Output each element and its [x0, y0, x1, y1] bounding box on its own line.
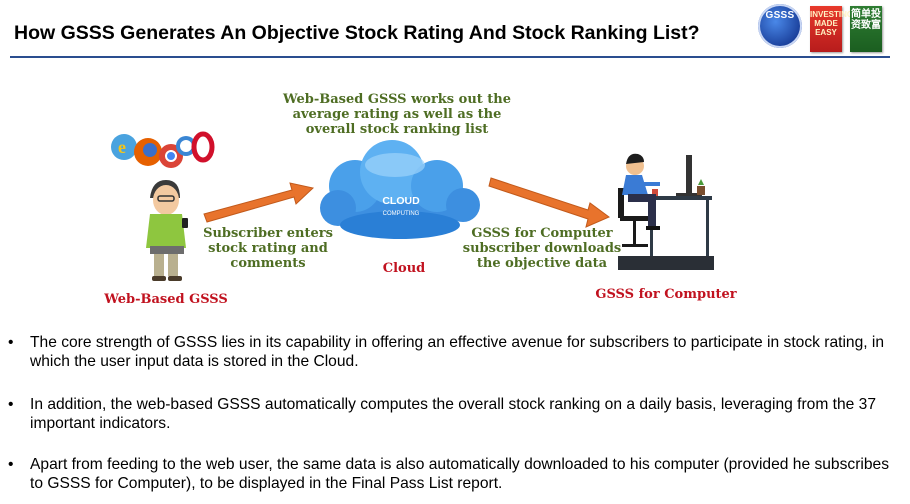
- download-arrow: [488, 177, 610, 228]
- book-investing-made-easy: INVESTING MADE EASY: [810, 6, 853, 52]
- cloud-label: Cloud: [382, 261, 426, 276]
- cloud-subword: COMPUTING: [383, 211, 420, 217]
- browser-icons: e: [111, 131, 215, 168]
- bullet-text: Apart from feeding to the web user, the …: [30, 456, 889, 492]
- download-description: GSSS for Computer subscriber downloads t…: [462, 226, 622, 271]
- bullet-item: • In addition, the web-based GSSS automa…: [8, 395, 888, 435]
- ie-icon: [111, 134, 137, 160]
- cloud-icon: [320, 140, 480, 239]
- workflow-diagram: e CLOUD COMPUTING: [111, 131, 714, 281]
- bullet-dot: •: [8, 396, 14, 413]
- book-chinese-title: 简单投资致富: [850, 6, 882, 52]
- bullet-dot: •: [8, 456, 14, 473]
- upload-description: Subscriber enters stock rating and comme…: [203, 226, 333, 271]
- cloud-word: CLOUD: [382, 195, 420, 207]
- bullet-item: • The core strength of GSSS lies in its …: [8, 333, 888, 373]
- web-user-figure: [146, 180, 188, 281]
- bullet-text: In addition, the web-based GSSS automati…: [30, 396, 876, 432]
- upload-arrow: [203, 182, 315, 223]
- desk-user-figure: [618, 153, 714, 270]
- computer-label: GSSS for Computer: [595, 287, 737, 302]
- gsss-logo: GSSS: [758, 4, 802, 48]
- page-title: How GSSS Generates An Objective Stock Ra…: [14, 22, 700, 44]
- gsss-logo-text: GSSS: [765, 10, 795, 21]
- bullet-dot: •: [8, 334, 14, 351]
- svg-text:e: e: [118, 137, 126, 157]
- title-divider: [10, 56, 890, 58]
- bullet-item: • Apart from feeding to the web user, th…: [8, 455, 889, 495]
- web-based-label: Web-Based GSSS: [104, 292, 228, 307]
- logo-group: GSSS INVESTING MADE EASY 简单投资致富: [758, 4, 890, 52]
- bullet-text: The core strength of GSSS lies in its ca…: [30, 334, 885, 370]
- cloud-description: Web-Based GSSS works out the average rat…: [282, 92, 512, 137]
- opera-icon: [191, 131, 215, 163]
